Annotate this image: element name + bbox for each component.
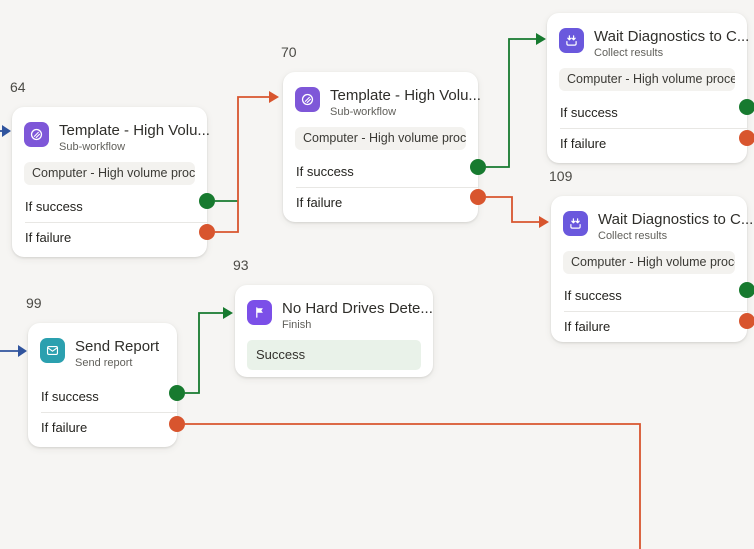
node-run-count: 70 — [281, 44, 297, 60]
sub-workflow-icon — [24, 122, 49, 147]
node-wait-diagnostics-top[interactable]: Wait Diagnostics to C... Collect results… — [547, 13, 754, 163]
arrowhead-icon — [269, 91, 279, 103]
node-subtitle: Sub-workflow — [330, 106, 397, 118]
connection-node64-failure-node70[interactable] — [215, 91, 279, 233]
collect-results-icon — [563, 211, 588, 236]
port-if-success[interactable]: If success — [560, 105, 618, 120]
row-divider — [560, 128, 747, 129]
port-if-success[interactable]: If success — [564, 288, 622, 303]
arrowhead-icon — [536, 33, 546, 45]
port-if-failure[interactable]: If failure — [560, 136, 607, 151]
success-port-dot[interactable] — [739, 99, 754, 115]
node-title: Wait Diagnostics to C... — [594, 28, 750, 45]
connection-node99-failure-offscreen[interactable] — [185, 423, 641, 549]
port-if-success[interactable]: If success — [296, 164, 354, 179]
node-template-70[interactable]: 70 Template - High Volu... Sub-workflow … — [281, 44, 486, 222]
node-config-pill[interactable]: Computer - High volume proce... — [563, 251, 735, 274]
arrowhead-icon — [2, 125, 11, 137]
node-config-pill[interactable]: Computer - High volume proce... — [295, 127, 466, 150]
node-run-count: 64 — [10, 79, 26, 95]
node-title: Wait Diagnostics to C... — [598, 211, 754, 228]
node-subtitle: Collect results — [598, 230, 668, 242]
failure-port-dot[interactable] — [470, 189, 486, 205]
connection-input-node64[interactable] — [0, 125, 11, 137]
node-config-pill[interactable]: Computer - High volume proce... — [559, 68, 735, 91]
node-subtitle: Send report — [75, 357, 133, 369]
sub-workflow-icon — [295, 87, 320, 112]
node-title: Template - High Volu... — [330, 87, 481, 104]
arrowhead-icon — [18, 345, 27, 357]
port-if-failure[interactable]: If failure — [25, 230, 72, 245]
node-run-count: 93 — [233, 257, 249, 273]
success-port-dot[interactable] — [739, 282, 754, 298]
node-title: No Hard Drives Dete... — [282, 300, 433, 317]
node-run-count: 99 — [26, 295, 42, 311]
row-divider — [41, 412, 177, 413]
collect-results-icon — [559, 28, 584, 53]
send-report-icon — [40, 338, 65, 363]
port-if-success[interactable]: If success — [25, 199, 83, 214]
node-title: Template - High Volu... — [59, 122, 210, 139]
node-config-pill[interactable]: Computer - High volume proce... — [24, 162, 195, 185]
node-template-64[interactable]: 64 Template - High Volu... Sub-workflow … — [10, 79, 215, 257]
connection-node70-success-waittop[interactable] — [486, 33, 546, 168]
row-divider — [296, 187, 478, 188]
node-wait-diagnostics-109[interactable]: 109 Wait Diagnostics to C... Collect res… — [549, 168, 754, 342]
finish-flag-icon — [247, 300, 272, 325]
node-subtitle: Finish — [282, 319, 312, 331]
port-if-success[interactable]: If success — [41, 389, 99, 404]
finish-result-pill: Success — [247, 340, 421, 370]
success-port-dot[interactable] — [199, 193, 215, 209]
port-if-failure[interactable]: If failure — [41, 420, 88, 435]
arrowhead-icon — [223, 307, 233, 319]
node-finish-93[interactable]: 93 No Hard Drives Dete... Finish Success — [233, 257, 433, 377]
failure-port-dot[interactable] — [199, 224, 215, 240]
failure-port-dot[interactable] — [169, 416, 185, 432]
failure-port-dot[interactable] — [739, 130, 754, 146]
node-send-report-99[interactable]: 99 Send Report Send report If success If… — [26, 295, 185, 447]
node-subtitle: Collect results — [594, 47, 664, 59]
node-subtitle: Sub-workflow — [59, 141, 126, 153]
success-port-dot[interactable] — [470, 159, 486, 175]
port-if-failure[interactable]: If failure — [296, 195, 343, 210]
connection-node70-failure-node109[interactable] — [486, 196, 549, 228]
connection-node99-success-node93[interactable] — [185, 307, 233, 394]
row-divider — [564, 311, 747, 312]
port-if-failure[interactable]: If failure — [564, 319, 611, 334]
row-divider — [25, 222, 207, 223]
connection-input-node99[interactable] — [0, 345, 27, 357]
failure-port-dot[interactable] — [739, 313, 754, 329]
node-run-count: 109 — [549, 168, 573, 184]
node-title: Send Report — [75, 338, 160, 355]
arrowhead-icon — [539, 216, 549, 228]
success-port-dot[interactable] — [169, 385, 185, 401]
